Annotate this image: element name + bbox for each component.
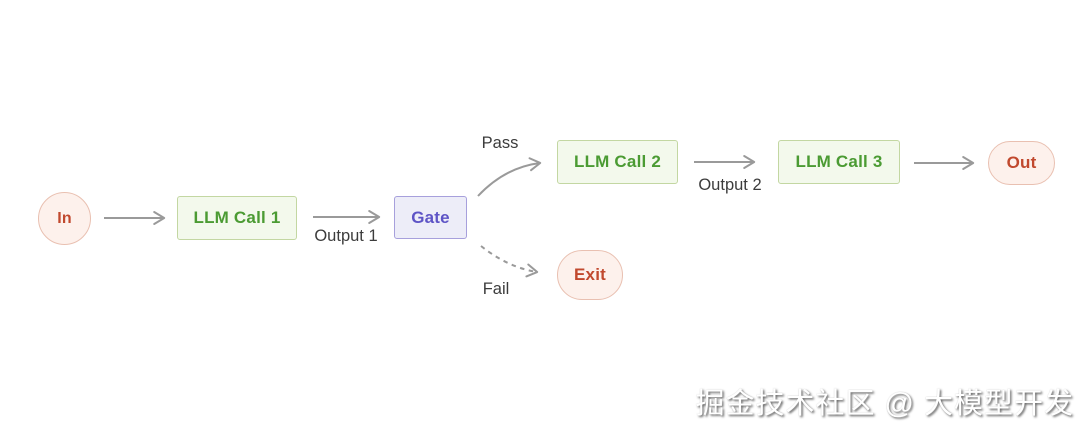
edge-label-output-2: Output 2 xyxy=(698,176,762,194)
node-llm-call-3-label: LLM Call 3 xyxy=(795,152,883,171)
node-gate: Gate xyxy=(394,196,467,239)
node-out-label: Out xyxy=(1006,153,1037,172)
edge-label-pass: Pass xyxy=(481,134,519,152)
node-llm-call-1: LLM Call 1 xyxy=(177,196,297,240)
node-in: In xyxy=(38,192,91,245)
node-exit-label: Exit xyxy=(574,265,606,284)
edge-label-output-1: Output 1 xyxy=(314,227,378,245)
arrow-gate-to-llm-call-2-pass xyxy=(477,157,542,197)
node-exit: Exit xyxy=(557,250,623,300)
node-llm-call-2-label: LLM Call 2 xyxy=(573,152,661,171)
watermark-text: 掘金技术社区 @ 大模型开发 xyxy=(695,388,1074,420)
edge-label-fail: Fail xyxy=(482,280,510,298)
node-llm-call-1-label: LLM Call 1 xyxy=(193,208,281,227)
node-in-label: In xyxy=(57,209,72,227)
node-out: Out xyxy=(988,141,1055,185)
arrow-gate-to-exit-fail xyxy=(480,245,539,278)
node-llm-call-3: LLM Call 3 xyxy=(778,140,900,184)
node-llm-call-2: LLM Call 2 xyxy=(557,140,678,184)
node-gate-label: Gate xyxy=(411,207,450,227)
